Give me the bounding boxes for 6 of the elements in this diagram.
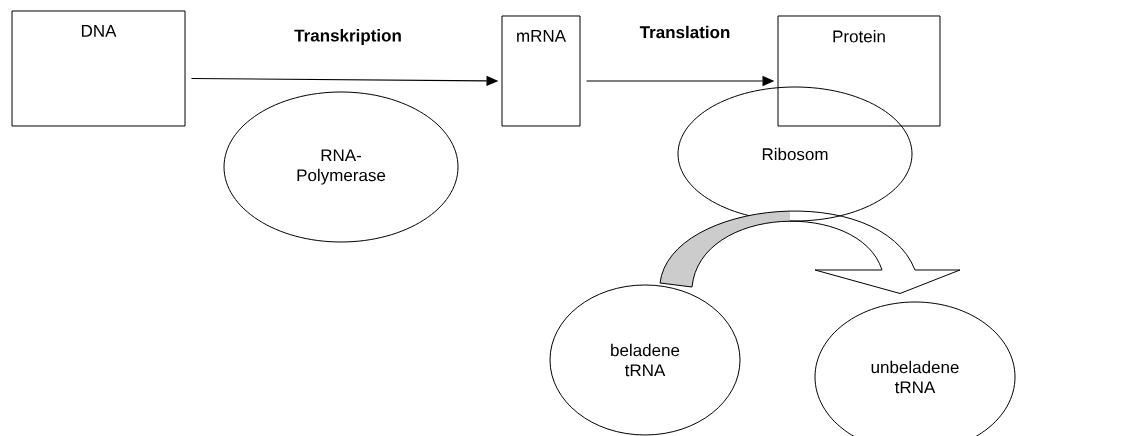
block-arrow (659, 210, 961, 294)
process-box: mRNA (501, 15, 581, 127)
process-box: Protein (777, 15, 941, 127)
edge-label: Translation (639, 25, 730, 39)
edge-label: Transkription (294, 29, 401, 45)
process-box: DNA (11, 10, 186, 127)
